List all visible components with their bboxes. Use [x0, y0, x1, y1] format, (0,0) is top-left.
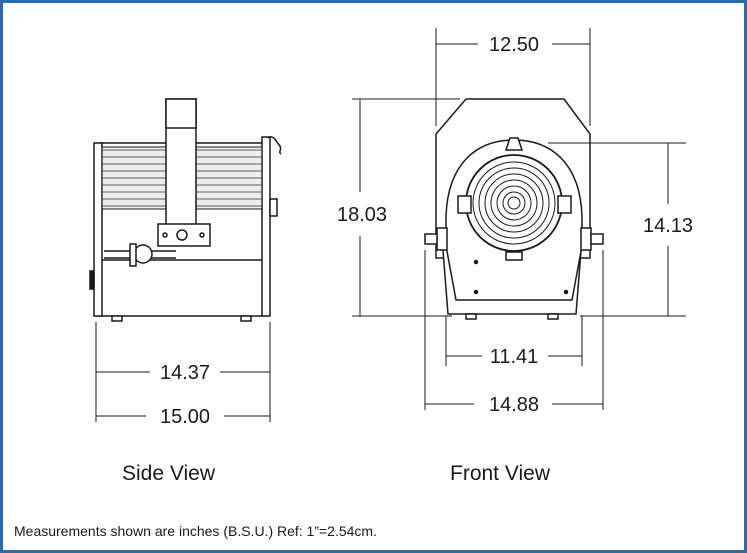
yoke: [157, 98, 211, 247]
side-view-fixture: [89, 98, 282, 322]
front-view-caption: Front View: [450, 462, 550, 485]
dim-front-top-width: 12.50: [489, 34, 539, 56]
side-view-caption: Side View: [122, 462, 216, 485]
front-dimension-lines: [352, 28, 686, 410]
tilt-knob: [104, 243, 176, 267]
front-view-fixture: [424, 98, 604, 320]
dim-side-depth-outer: 15.00: [160, 406, 210, 428]
dim-front-body-height: 14.13: [643, 215, 693, 237]
front-yoke-knobs: [424, 227, 604, 251]
dim-side-depth-inner: 14.37: [160, 362, 210, 384]
dim-front-bottom-outer-width: 14.88: [489, 394, 539, 416]
dim-front-bottom-inner-width: 11.41: [490, 346, 539, 368]
dim-front-overall-height: 18.03: [337, 204, 387, 226]
measurement-footnote: Measurements shown are inches (B.S.U.) R…: [14, 523, 377, 539]
side-dimension-lines: [95, 322, 271, 422]
